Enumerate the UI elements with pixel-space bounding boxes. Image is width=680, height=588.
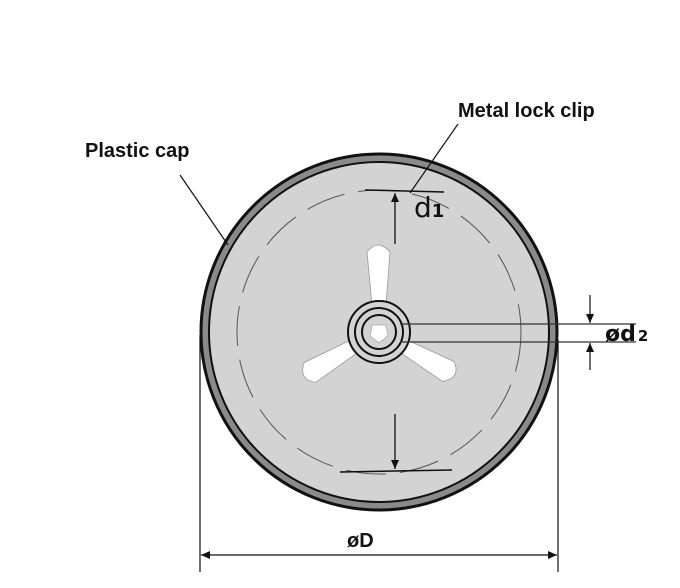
metal-lock-clip-label: Metal lock clip [458, 100, 595, 122]
plastic-cap-leader [179, 174, 229, 246]
d1-label: d1 [414, 191, 444, 224]
center-hub [369, 324, 389, 344]
clip-slots [302, 244, 457, 383]
slot-up [366, 244, 391, 306]
D-label: øD [347, 530, 374, 552]
d1-bottom-line [339, 469, 453, 473]
plastic-cap-label: Plastic cap [85, 140, 190, 162]
slot-left [302, 338, 360, 383]
slot-right [398, 338, 457, 382]
metal-lock-clip-leader [409, 123, 459, 194]
d1-top-line [364, 189, 445, 193]
